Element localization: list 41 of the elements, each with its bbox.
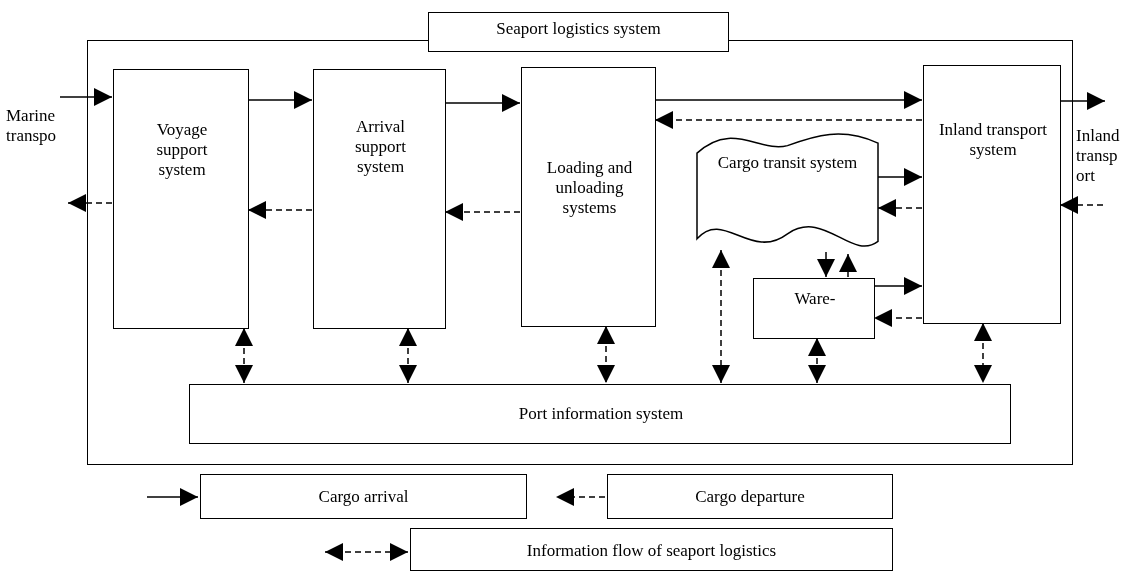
legend-entry: Cargo arrival bbox=[200, 474, 527, 519]
process-box bbox=[753, 278, 875, 339]
process-box bbox=[923, 65, 1061, 324]
node-label: Voyage support system bbox=[155, 120, 209, 180]
arrow bbox=[654, 91, 923, 109]
arrow bbox=[597, 325, 615, 384]
node-label: Ware- bbox=[793, 289, 837, 309]
node-label: Port information system bbox=[517, 404, 685, 424]
arrow bbox=[712, 249, 730, 384]
arrow bbox=[1059, 196, 1104, 214]
arrow bbox=[444, 94, 521, 112]
process-box bbox=[113, 69, 249, 329]
process-box bbox=[521, 67, 656, 327]
arrow bbox=[67, 194, 113, 212]
node-label: Cargo transit system bbox=[717, 153, 858, 173]
arrow bbox=[877, 199, 923, 217]
process-box bbox=[189, 384, 1011, 444]
node-label: Loading and unloading systems bbox=[545, 158, 634, 218]
process-box bbox=[313, 69, 446, 329]
arrow bbox=[877, 168, 923, 186]
arrow bbox=[444, 203, 521, 221]
arrow bbox=[1059, 92, 1106, 110]
arrow bbox=[59, 88, 113, 106]
legend-entry: Information flow of seaport logistics bbox=[410, 528, 893, 571]
legend-entry: Cargo departure bbox=[607, 474, 893, 519]
arrow bbox=[873, 277, 923, 295]
arrow bbox=[247, 91, 313, 109]
arrow bbox=[654, 111, 923, 129]
arrow bbox=[873, 309, 923, 327]
node-label: Arrival support system bbox=[354, 117, 407, 177]
node-label: Inland transport system bbox=[938, 120, 1048, 160]
arrow bbox=[235, 327, 253, 384]
arrow bbox=[817, 251, 835, 278]
arrow bbox=[247, 201, 313, 219]
arrow bbox=[974, 322, 992, 384]
arrow bbox=[808, 337, 826, 384]
frame-title: Seaport logistics system bbox=[428, 12, 729, 52]
arrow bbox=[839, 253, 857, 278]
side-label: Marine transpo bbox=[6, 106, 58, 146]
side-label: Inland transp ort bbox=[1076, 126, 1121, 186]
arrow bbox=[399, 327, 417, 384]
